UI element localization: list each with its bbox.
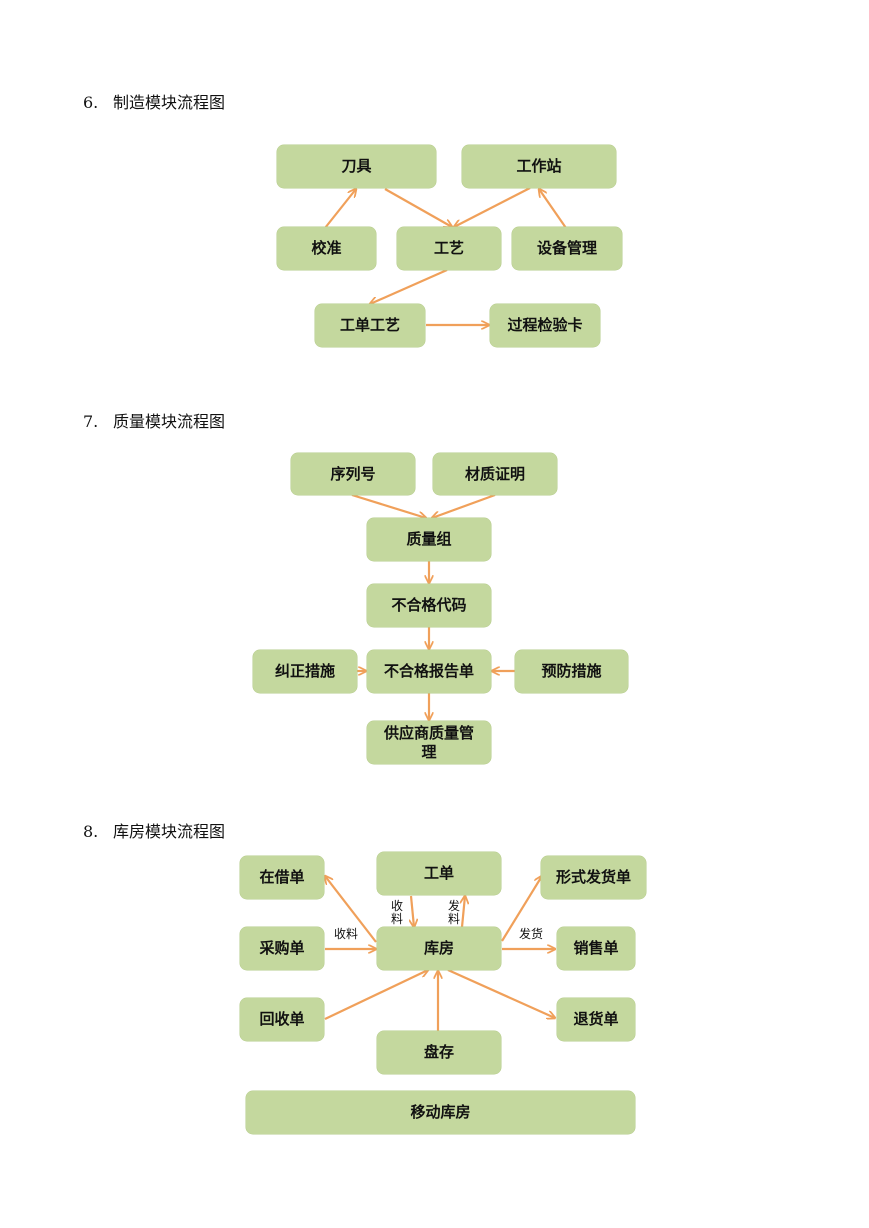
box-label: 工作站 <box>516 157 562 175</box>
box-label: 不合格代码 <box>391 596 467 614</box>
box-label: 校准 <box>311 239 342 257</box>
box-workstation: 工作站 <box>462 145 616 188</box>
box-label: 销售单 <box>573 939 619 957</box>
section-8-heading: 8. 库房模块流程图 <box>83 818 225 842</box>
box-label: 质量组 <box>406 530 452 548</box>
box-label: 不合格报告单 <box>383 662 474 680</box>
label-ship: 发货 <box>519 927 544 941</box>
box-cutter: 刀具 <box>277 145 436 188</box>
box-work-order-process: 工单工艺 <box>315 304 425 347</box>
box-inspection-card: 过程检验卡 <box>490 304 600 347</box>
box-label: 供应商质量管理 <box>383 723 474 761</box>
box-loan: 在借单 <box>240 856 324 899</box>
box-material-cert: 材质证明 <box>433 453 557 495</box>
box-nonconformance-code: 不合格代码 <box>367 584 491 627</box>
box-mobile-warehouse: 移动库房 <box>246 1091 635 1134</box>
box-quality-group: 质量组 <box>367 518 491 561</box>
box-label: 工艺 <box>433 239 464 257</box>
box-label: 纠正措施 <box>274 662 335 680</box>
box-stocktake: 盘存 <box>377 1031 501 1074</box>
section-title: 质量模块流程图 <box>113 412 226 431</box>
arrow-workstation-to-process <box>454 187 531 227</box>
section-number: 8. <box>83 822 99 841</box>
box-label: 移动库房 <box>410 1103 471 1121</box>
box-corrective: 纠正措施 <box>253 650 357 693</box>
box-label: 退货单 <box>573 1010 619 1028</box>
section-number: 6. <box>83 93 99 112</box>
arrow-process-to-workorder <box>370 268 448 304</box>
box-nonconformance-report: 不合格报告单 <box>367 650 491 693</box>
box-label: 预防措施 <box>541 662 602 680</box>
box-label: 过程检验卡 <box>507 316 583 334</box>
arrow-equipment-to-workstation <box>539 189 567 229</box>
box-process: 工艺 <box>397 227 501 270</box>
box-proforma: 形式发货单 <box>541 856 646 899</box>
section-title: 库房模块流程图 <box>113 822 226 841</box>
box-purchase: 采购单 <box>240 927 324 970</box>
box-recycle: 回收单 <box>240 998 324 1041</box>
arrow-warehouse-to-workorder <box>462 896 465 928</box>
arrow-warehouse-to-proforma <box>501 876 542 942</box>
box-label: 工单 <box>423 864 454 882</box>
box-label: 盘存 <box>423 1043 454 1061</box>
box-label: 工单工艺 <box>339 316 400 334</box>
arrow-warehouse-to-loan <box>325 876 377 943</box>
box-serial-number: 序列号 <box>291 453 415 495</box>
section-7-heading: 7. 质量模块流程图 <box>83 408 225 432</box>
arrow-cert-to-qgroup <box>432 493 496 518</box>
arrow-calibration-to-cutter <box>324 189 356 229</box>
arrow-serial-to-qgroup <box>351 493 426 518</box>
section-number: 7. <box>83 412 99 431</box>
box-supplier-quality: 供应商质量管理 <box>367 721 491 764</box>
box-label: 在借单 <box>259 868 305 886</box>
box-warehouse: 库房 <box>377 927 501 970</box>
box-preventive: 预防措施 <box>515 650 628 693</box>
label-receive-vertical: 收料 <box>391 899 404 926</box>
label-issue-vertical: 发料 <box>448 899 461 926</box>
box-label: 采购单 <box>259 939 305 957</box>
box-label: 材质证明 <box>464 464 525 483</box>
box-calibration: 校准 <box>277 227 376 270</box>
box-label: 刀具 <box>341 157 372 175</box>
arrow-cutter-to-process <box>384 188 452 227</box>
box-label: 库房 <box>423 939 454 957</box>
box-label: 设备管理 <box>536 239 597 257</box>
label-receive: 收料 <box>334 927 359 941</box>
arrow-recycle-to-warehouse <box>324 970 428 1020</box>
box-label: 形式发货单 <box>555 868 631 886</box>
section-6-heading: 6. 制造模块流程图 <box>83 89 225 113</box>
box-label: 回收单 <box>259 1010 305 1028</box>
box-equipment: 设备管理 <box>512 227 622 270</box>
box-return: 退货单 <box>557 998 635 1041</box>
section-title: 制造模块流程图 <box>113 93 226 112</box>
arrow-workorder-to-warehouse <box>411 895 414 927</box>
box-work-order: 工单 <box>377 852 501 895</box>
box-label: 序列号 <box>330 464 376 483</box>
arrow-warehouse-to-return <box>447 968 555 1018</box>
box-sales: 销售单 <box>557 927 635 970</box>
